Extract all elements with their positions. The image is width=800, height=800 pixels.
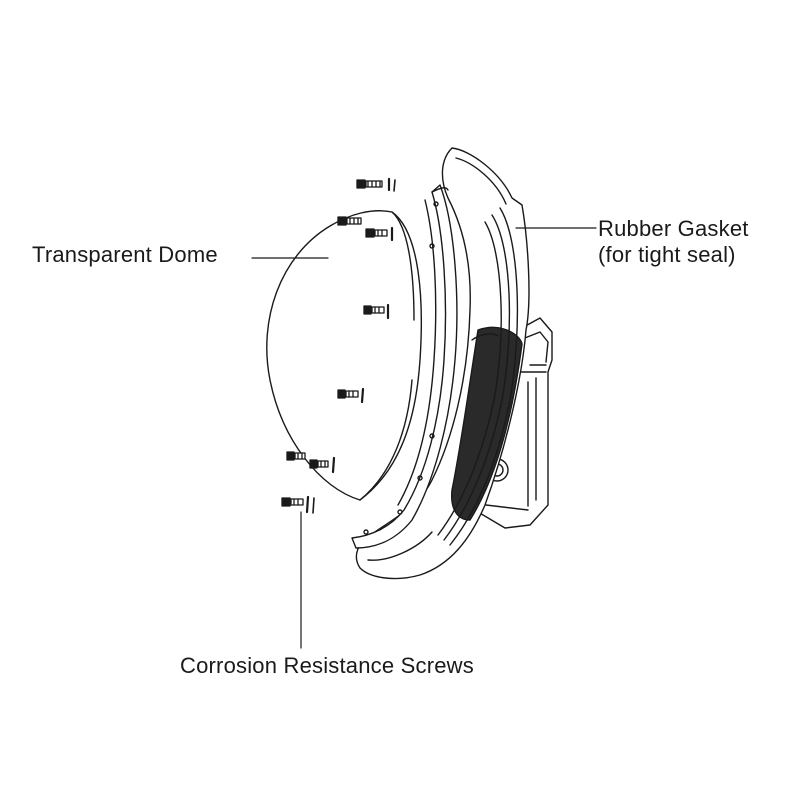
- screw: [356, 177, 396, 192]
- screw: [365, 226, 394, 242]
- screw: [281, 495, 315, 514]
- rubber-gasket-label-line1: Rubber Gasket: [598, 216, 749, 241]
- fixture-housing: [355, 147, 530, 580]
- screw: [286, 451, 306, 461]
- transparent-dome: [266, 210, 422, 501]
- mounting-flange: [351, 184, 458, 549]
- screw: [337, 216, 362, 226]
- leader-lines: [251, 227, 597, 649]
- rubber-gasket-label: Rubber Gasket (for tight seal): [598, 216, 749, 268]
- rubber-gasket: [437, 207, 519, 546]
- screw: [363, 303, 390, 320]
- transparent-dome-label: Transparent Dome: [32, 242, 218, 267]
- rubber-gasket-label-line2: (for tight seal): [598, 242, 736, 267]
- screw: [309, 456, 336, 474]
- screw: [337, 387, 365, 404]
- screws: [281, 177, 396, 514]
- screws-label: Corrosion Resistance Screws: [180, 653, 474, 678]
